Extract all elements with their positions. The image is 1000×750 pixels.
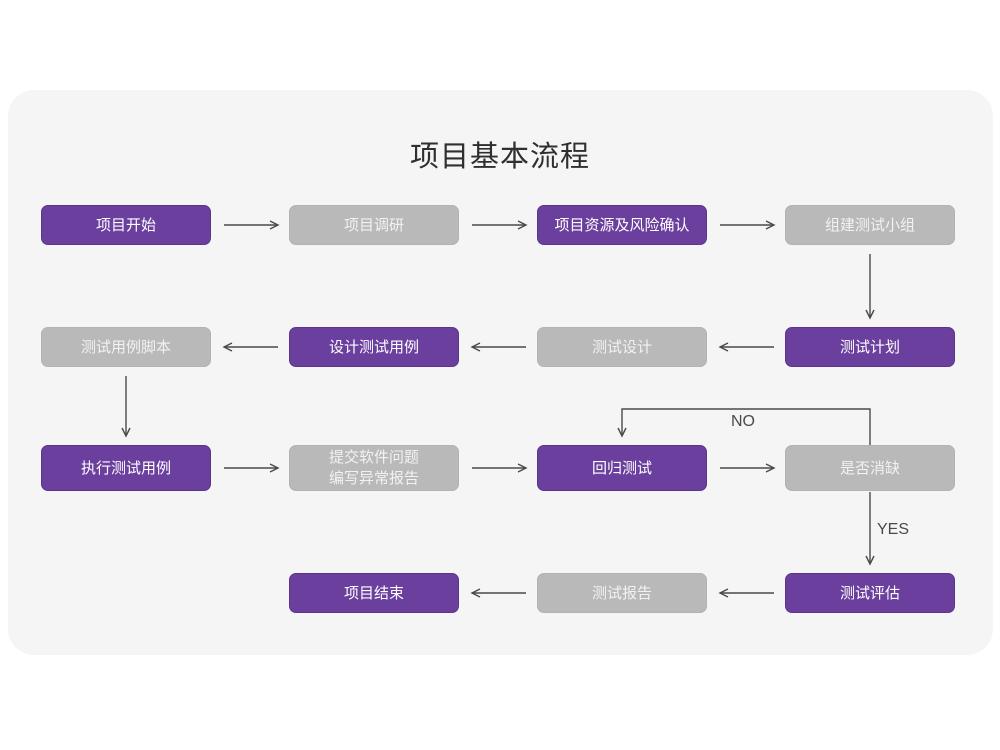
node-submit-defect-report[interactable]: 提交软件问题编写异常报告	[289, 445, 459, 491]
node-project-start[interactable]: 项目开始	[41, 205, 211, 245]
node-resource-risk-confirm[interactable]: 项目资源及风险确认	[537, 205, 707, 245]
node-design-test-case[interactable]: 设计测试用例	[289, 327, 459, 367]
node-project-end[interactable]: 项目结束	[289, 573, 459, 613]
node-execute-test-case[interactable]: 执行测试用例	[41, 445, 211, 491]
edge-label-yes: YES	[877, 521, 910, 538]
node-test-case-script[interactable]: 测试用例脚本	[41, 327, 211, 367]
page-title: 项目基本流程	[409, 141, 590, 173]
node-test-plan[interactable]: 测试计划	[785, 327, 955, 367]
node-defect-cleared[interactable]: 是否消缺	[785, 445, 955, 491]
node-test-report[interactable]: 测试报告	[537, 573, 707, 613]
node-test-evaluation[interactable]: 测试评估	[785, 573, 955, 613]
node-form-test-team[interactable]: 组建测试小组	[785, 205, 955, 245]
node-project-research[interactable]: 项目调研	[289, 205, 459, 245]
edge-label-no: NO	[731, 413, 755, 430]
node-test-design[interactable]: 测试设计	[537, 327, 707, 367]
node-regression-test[interactable]: 回归测试	[537, 445, 707, 491]
diagram-panel	[8, 90, 993, 655]
